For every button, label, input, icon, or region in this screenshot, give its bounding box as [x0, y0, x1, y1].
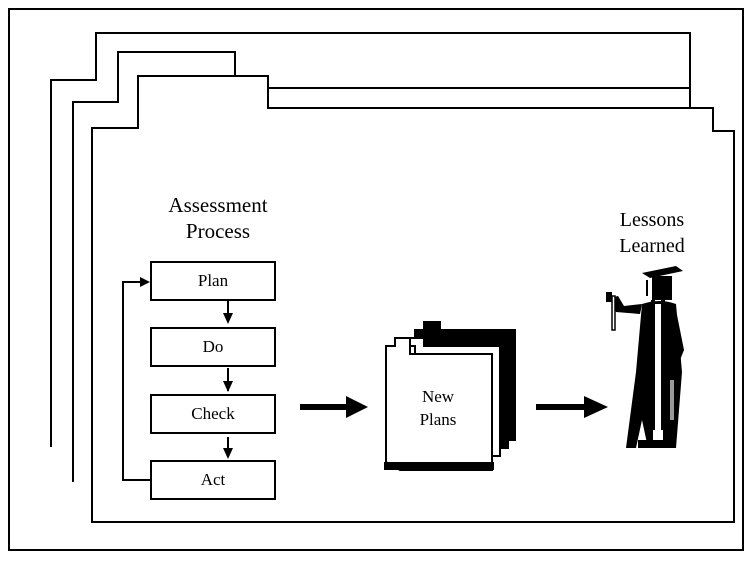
lessons-line1: Lessons	[602, 208, 702, 232]
step-do: Do	[150, 327, 276, 367]
assessment-title-line1: Assessment	[153, 193, 283, 217]
step-check: Check	[150, 394, 276, 434]
step-act-label: Act	[201, 470, 226, 490]
new-plans-line1: New	[408, 387, 468, 407]
step-act: Act	[150, 460, 276, 500]
lessons-line2: Learned	[602, 234, 702, 258]
step-plan: Plan	[150, 261, 276, 301]
step-plan-label: Plan	[198, 271, 228, 291]
step-check-label: Check	[191, 404, 234, 424]
step-do-label: Do	[203, 337, 224, 357]
assessment-title-line2: Process	[153, 219, 283, 243]
new-plans-line2: Plans	[408, 410, 468, 430]
